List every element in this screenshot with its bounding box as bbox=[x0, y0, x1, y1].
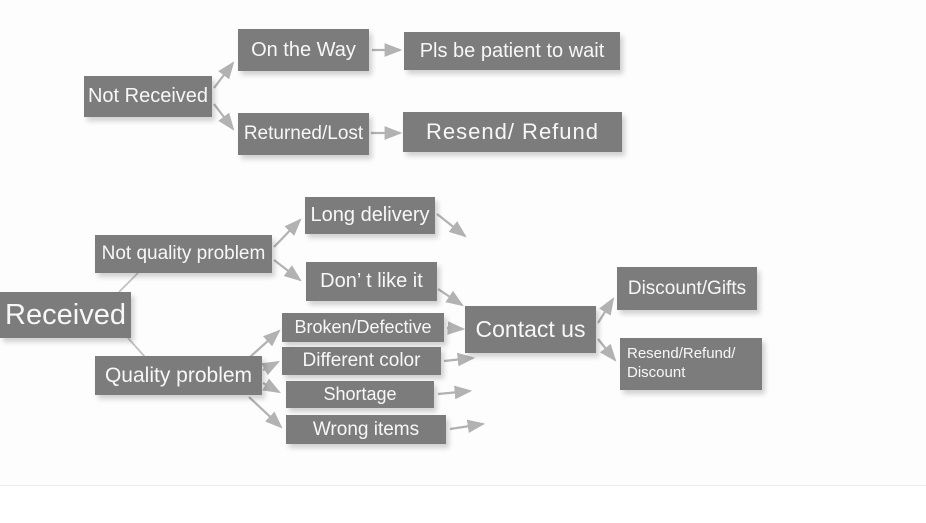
node-resend-refund-discount: Resend/Refund/ Discount bbox=[620, 338, 762, 390]
line-received-to-quality-problem bbox=[127, 337, 146, 358]
bottom-divider-line bbox=[0, 485, 926, 486]
node-shortage: Shortage bbox=[286, 381, 434, 408]
arrow-contact-us-to-resend-refund-discount bbox=[597, 338, 617, 362]
node-on-the-way: On the Way bbox=[238, 29, 369, 71]
bottom-margin-area bbox=[0, 486, 926, 523]
node-returned-lost: Returned/Lost bbox=[238, 113, 369, 155]
node-dont-like-it: Don’ t like it bbox=[306, 262, 437, 301]
arrow-quality-problem-to-wrong-shortage bbox=[262, 378, 281, 394]
arrow-not-received-to-returned-lost bbox=[213, 103, 235, 131]
arrow-quality-problem-to-broken-defective bbox=[249, 329, 281, 358]
node-wrong-items: Wrong items bbox=[286, 415, 446, 444]
arrow-broken-defective-to-contact-us bbox=[446, 321, 466, 335]
node-quality-problem: Quality problem bbox=[95, 356, 262, 395]
node-pls-be-patient: Pls be patient to wait bbox=[404, 32, 620, 70]
arrow-long-delivery-out bbox=[436, 213, 467, 238]
arrow-different-color-out bbox=[443, 352, 476, 367]
node-received: Received bbox=[0, 292, 131, 338]
node-contact-us: Contact us bbox=[465, 306, 596, 353]
arrow-contact-us-to-discount-gifts bbox=[597, 297, 615, 324]
node-not-quality-problem: Not quality problem bbox=[95, 235, 272, 273]
arrow-wrong-items-out bbox=[449, 419, 486, 434]
arrow-not-quality-problem-to-dont-like-it bbox=[273, 259, 302, 282]
node-different-color: Different color bbox=[282, 347, 441, 375]
arrow-not-quality-problem-to-long-delivery bbox=[273, 218, 302, 248]
node-not-received: Not Received bbox=[84, 76, 212, 117]
arrow-quality-problem-to-wrong-items bbox=[248, 396, 283, 429]
arrow-not-received-to-on-the-way bbox=[213, 61, 235, 89]
node-resend-refund: Resend/ Refund bbox=[403, 112, 622, 152]
node-discount-gifts: Discount/Gifts bbox=[617, 267, 757, 310]
arrow-dont-like-it-to-contact-us bbox=[437, 288, 464, 307]
arrow-quality-problem-to-different-color bbox=[261, 360, 280, 376]
arrow-shortage-out bbox=[437, 385, 473, 400]
line-received-to-not-quality-problem bbox=[118, 272, 139, 293]
node-broken-defective: Broken/Defective bbox=[282, 313, 444, 342]
node-long-delivery: Long delivery bbox=[305, 197, 435, 234]
